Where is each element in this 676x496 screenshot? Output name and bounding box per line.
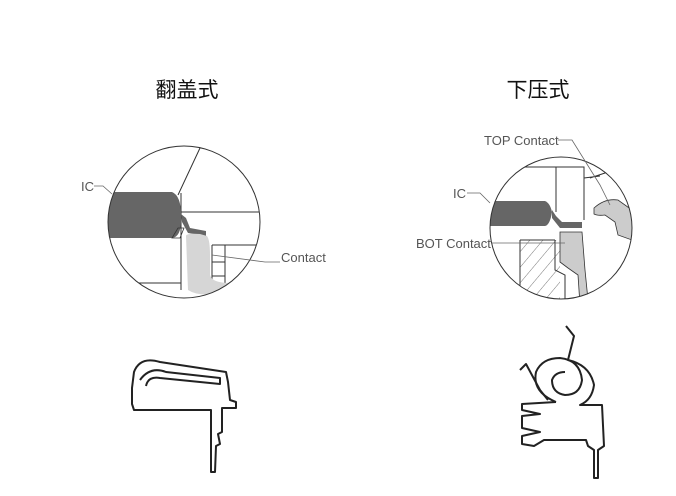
contact-lead (181, 214, 206, 236)
label-ic-right: IC (453, 186, 466, 201)
clamshell-detail-circle (107, 145, 261, 299)
label-contact-left: Contact (281, 250, 326, 265)
label-top-contact: TOP Contact (484, 133, 559, 148)
ic-body-right (490, 201, 552, 226)
top-contact (593, 199, 632, 241)
contact-body (186, 233, 230, 295)
label-bot-contact: BOT Contact (416, 236, 491, 251)
pushdown-contact-profile (519, 325, 605, 479)
pushdown-title: 下压式 (507, 78, 570, 102)
label-ic-left: IC (81, 179, 94, 194)
bot-contact (559, 231, 589, 299)
clamshell-contact-profile (131, 359, 237, 473)
clamshell-title: 翻盖式 (156, 78, 219, 102)
ic-body (108, 192, 182, 238)
pushdown-detail-circle (489, 156, 633, 300)
